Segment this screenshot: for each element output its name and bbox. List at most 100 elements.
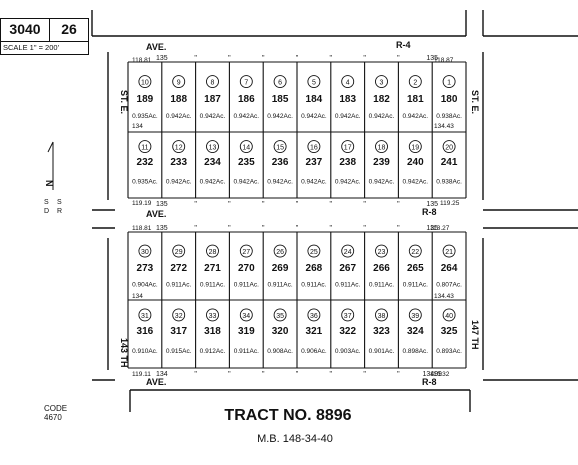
lot-area: 0.942Ac.	[166, 178, 192, 185]
st-e-left-label: ST. E.	[119, 90, 129, 114]
lot-area: 0.898Ac.	[402, 348, 428, 355]
lot-area: 0.911Ac.	[403, 281, 428, 288]
corner-dimension: 134	[132, 293, 143, 300]
st-e-right-label: ST. E.	[470, 90, 480, 114]
parcel-number: 317	[170, 326, 187, 337]
parcel-number: 325	[441, 326, 458, 337]
north-s4: R	[57, 208, 62, 215]
lot-area: 0.942Ac.	[267, 113, 293, 120]
parcel-number: 240	[407, 157, 424, 168]
lot-area: 0.942Ac.	[233, 178, 259, 185]
lot-number-circle	[273, 75, 287, 89]
parcel-number: 316	[137, 326, 154, 337]
lot-number: 27	[242, 249, 250, 256]
lot-number: 24	[344, 249, 352, 256]
lot-area: 0.942Ac.	[402, 178, 428, 185]
lot-number: 39	[411, 313, 419, 320]
parcel-number: 189	[137, 94, 154, 105]
frontage-dimension: "	[397, 201, 400, 208]
parcel-number: 185	[272, 94, 289, 105]
frontage-dimension: "	[194, 201, 197, 208]
lot-number: 21	[445, 249, 453, 256]
lot-number: 28	[209, 249, 217, 256]
frontage-dimension: 135	[426, 225, 438, 232]
frontage-dimension: "	[228, 55, 231, 62]
lot-number-circle	[273, 244, 287, 258]
lot-area: 0.904Ac.	[132, 281, 158, 288]
lot-number: 23	[378, 249, 386, 256]
lot-number: 10	[141, 80, 149, 87]
frontage-dimension: "	[397, 225, 400, 232]
lot-number-circle	[172, 75, 186, 89]
r8-bot-label: R-8	[422, 377, 437, 387]
lot-number-circle	[307, 244, 321, 258]
frontage-dimension: "	[296, 225, 299, 232]
frontage-dimension: "	[228, 201, 231, 208]
ave-bot-label: AVE.	[146, 377, 166, 387]
r4-label: R-4	[396, 40, 411, 50]
parcel-number: 186	[238, 94, 255, 105]
frontage-dimension: "	[262, 201, 265, 208]
lot-number: 6	[278, 80, 282, 87]
lot-area: 0.942Ac.	[233, 113, 259, 120]
parcel-number: 318	[204, 326, 221, 337]
lot-area: 0.942Ac.	[267, 178, 293, 185]
lot-area: 0.942Ac.	[402, 113, 428, 120]
lot-number: 2	[413, 80, 417, 87]
lot-area: 0.935Ac.	[132, 178, 158, 185]
parcel-number: 237	[306, 157, 323, 168]
frontage-dimension: "	[363, 371, 366, 378]
lot-number: 34	[242, 313, 250, 320]
lot-area: 0.942Ac.	[335, 113, 361, 120]
parcel-number: 273	[137, 263, 154, 274]
lot-area: 0.911Ac.	[268, 281, 293, 288]
scale-box: SCALE 1" = 200'	[0, 41, 89, 55]
parcel-number: 188	[170, 94, 187, 105]
north-letter: N	[44, 180, 54, 187]
frontage-dimension: "	[330, 55, 333, 62]
lot-area: 0.908Ac.	[267, 348, 293, 355]
lot-number: 8	[211, 80, 215, 87]
lot-number-circle	[341, 308, 355, 322]
corner-dimension: 118.81	[132, 57, 152, 64]
parcel-number: 233	[170, 157, 187, 168]
lot-number: 26	[276, 249, 284, 256]
lot-number: 31	[141, 313, 149, 320]
parcel-number: 322	[339, 326, 356, 337]
parcel-number: 264	[441, 263, 458, 274]
frontage-dimension: 13499	[422, 371, 442, 378]
r8-mid-label: R-8	[422, 207, 437, 217]
lot-number: 33	[209, 313, 217, 320]
lot-number: 16	[310, 145, 318, 152]
code-label: CODE	[44, 404, 67, 413]
lot-area: 0.911Ac.	[301, 281, 326, 288]
lot-number-circle	[442, 75, 456, 89]
lot-area: 0.903Ac.	[335, 348, 361, 355]
corner-dimension: 119.19	[132, 200, 152, 207]
lot-number-circle	[172, 244, 186, 258]
lot-number: 32	[175, 313, 183, 320]
lot-number-circle	[273, 140, 287, 153]
frontage-dimension: 135	[426, 201, 438, 208]
lot-area: 0.911Ac.	[234, 348, 259, 355]
frontage-dimension: "	[262, 55, 265, 62]
north-s1: S	[44, 199, 49, 206]
frontage-dimension: 135	[156, 55, 168, 62]
parcel-number: 182	[373, 94, 390, 105]
parcel-number: 180	[441, 94, 458, 105]
parcel-number: 268	[306, 263, 323, 274]
lot-area: 0.911Ac.	[200, 281, 225, 288]
lot-number-circle	[206, 75, 219, 89]
parcel-number: 232	[137, 157, 154, 168]
lot-area: 0.942Ac.	[200, 113, 226, 120]
frontage-dimension: "	[262, 225, 265, 232]
lot-number-circle	[375, 308, 388, 322]
lot-number: 7	[244, 80, 248, 87]
parcel-number: 321	[306, 326, 323, 337]
lot-number: 35	[276, 313, 284, 320]
lot-number: 20	[445, 145, 453, 152]
frontage-dimension: "	[330, 225, 333, 232]
lot-area: 0.938Ac.	[436, 178, 462, 185]
lot-area: 0.942Ac.	[200, 178, 226, 185]
